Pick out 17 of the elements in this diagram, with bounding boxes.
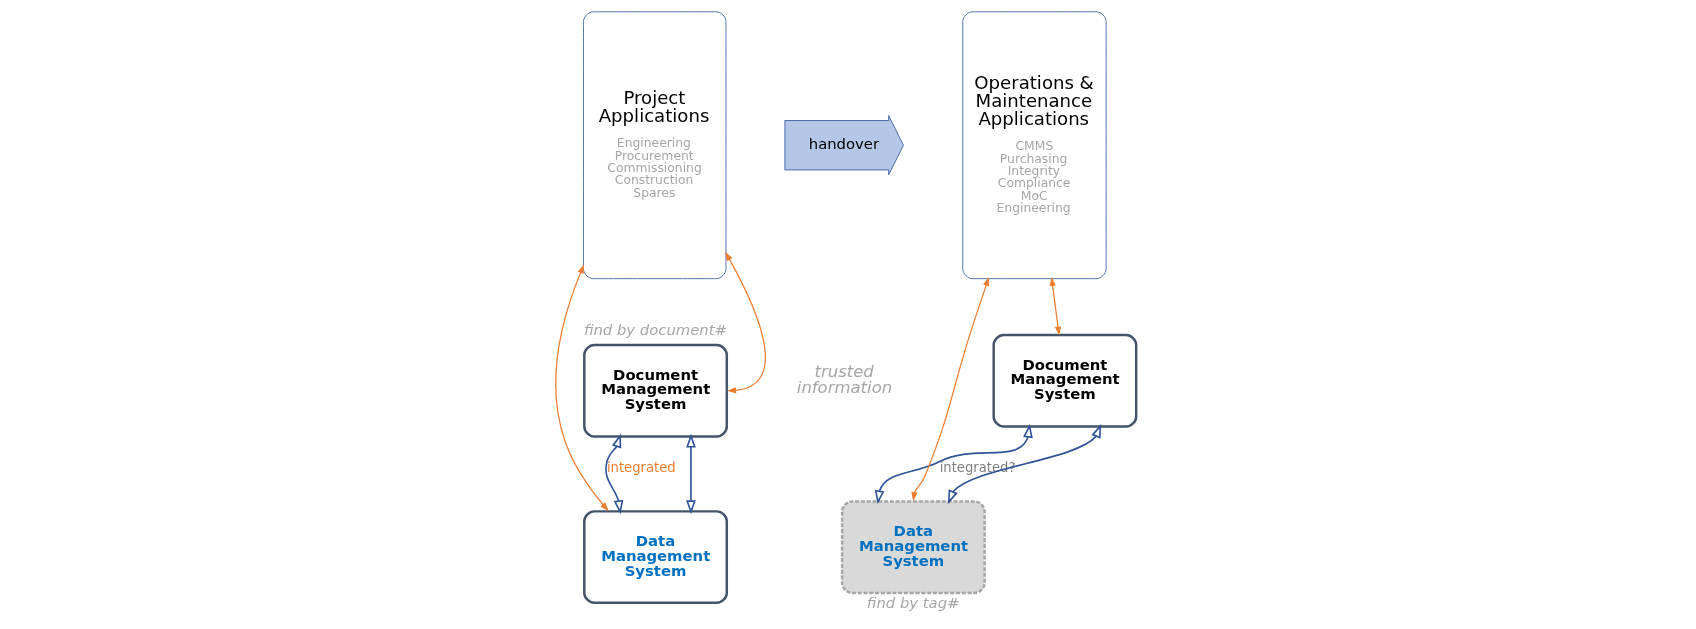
edge-label: integrated (606, 460, 676, 476)
arrow (686, 433, 696, 515)
arrow (605, 433, 624, 515)
arrow (725, 251, 766, 394)
node-box: Project Applications Engineering Procurement Commissioning Construction Spares (583, 11, 727, 280)
node-box: Document Management System (992, 333, 1138, 428)
node-label: find by tag# (866, 594, 960, 612)
arrow (947, 423, 1102, 505)
node-label: find by document# (583, 321, 727, 339)
node-box: Data Management System (583, 510, 729, 605)
label: trusted information (796, 361, 893, 398)
node-box: Operations & Maintenance Applications CMMS Purchasing Integrity Compliance MoC Engineering (962, 11, 1107, 280)
arrow (555, 264, 609, 512)
arrow (874, 423, 1033, 505)
arrow (1049, 276, 1062, 336)
arrow (911, 276, 990, 502)
node-box: Document Management System (583, 343, 729, 438)
